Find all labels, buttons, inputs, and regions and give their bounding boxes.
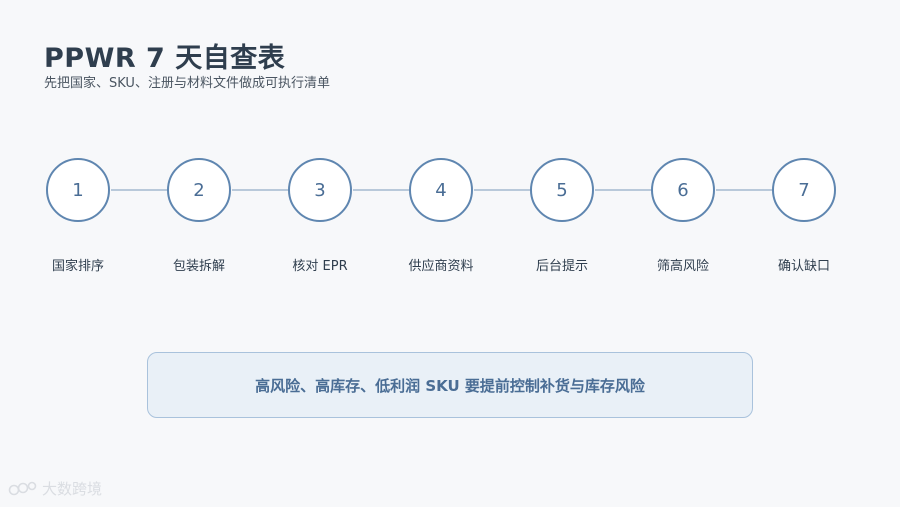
step-connector bbox=[595, 189, 652, 191]
step-label-7: 确认缺口 bbox=[777, 259, 830, 274]
step-circle-1: 1 bbox=[46, 158, 110, 222]
watermark-logo-icon bbox=[8, 481, 37, 495]
risk-note-text: 高风险、高库存、低利润 SKU 要提前控制补货与库存风险 bbox=[255, 376, 645, 395]
step-label-6: 筛高风险 bbox=[656, 259, 709, 274]
step-circle-2: 2 bbox=[167, 158, 231, 222]
step-circle-7: 7 bbox=[772, 158, 836, 222]
watermark: 大数跨境 bbox=[8, 478, 102, 499]
step-label-4: 供应商资料 bbox=[408, 259, 474, 274]
page-subtitle: 先把国家、SKU、注册与材料文件做成可执行清单 bbox=[44, 76, 330, 91]
step-circle-3: 3 bbox=[288, 158, 352, 222]
step-label-2: 包装拆解 bbox=[172, 259, 225, 274]
step-label-1: 国家排序 bbox=[51, 259, 104, 274]
step-label-3: 核对 EPR bbox=[292, 259, 348, 274]
risk-note-box: 高风险、高库存、低利润 SKU 要提前控制补货与库存风险 bbox=[147, 352, 753, 418]
step-connector bbox=[474, 189, 531, 191]
step-circle-6: 6 bbox=[651, 158, 715, 222]
step-circle-4: 4 bbox=[409, 158, 473, 222]
step-connector bbox=[232, 189, 289, 191]
step-label-5: 后台提示 bbox=[535, 259, 588, 274]
step-connector bbox=[716, 189, 773, 191]
step-connector bbox=[111, 189, 168, 191]
watermark-text: 大数跨境 bbox=[42, 480, 103, 498]
page-title: PPWR 7 天自查表 bbox=[44, 43, 286, 74]
step-circle-5: 5 bbox=[530, 158, 594, 222]
step-connector bbox=[353, 189, 410, 191]
